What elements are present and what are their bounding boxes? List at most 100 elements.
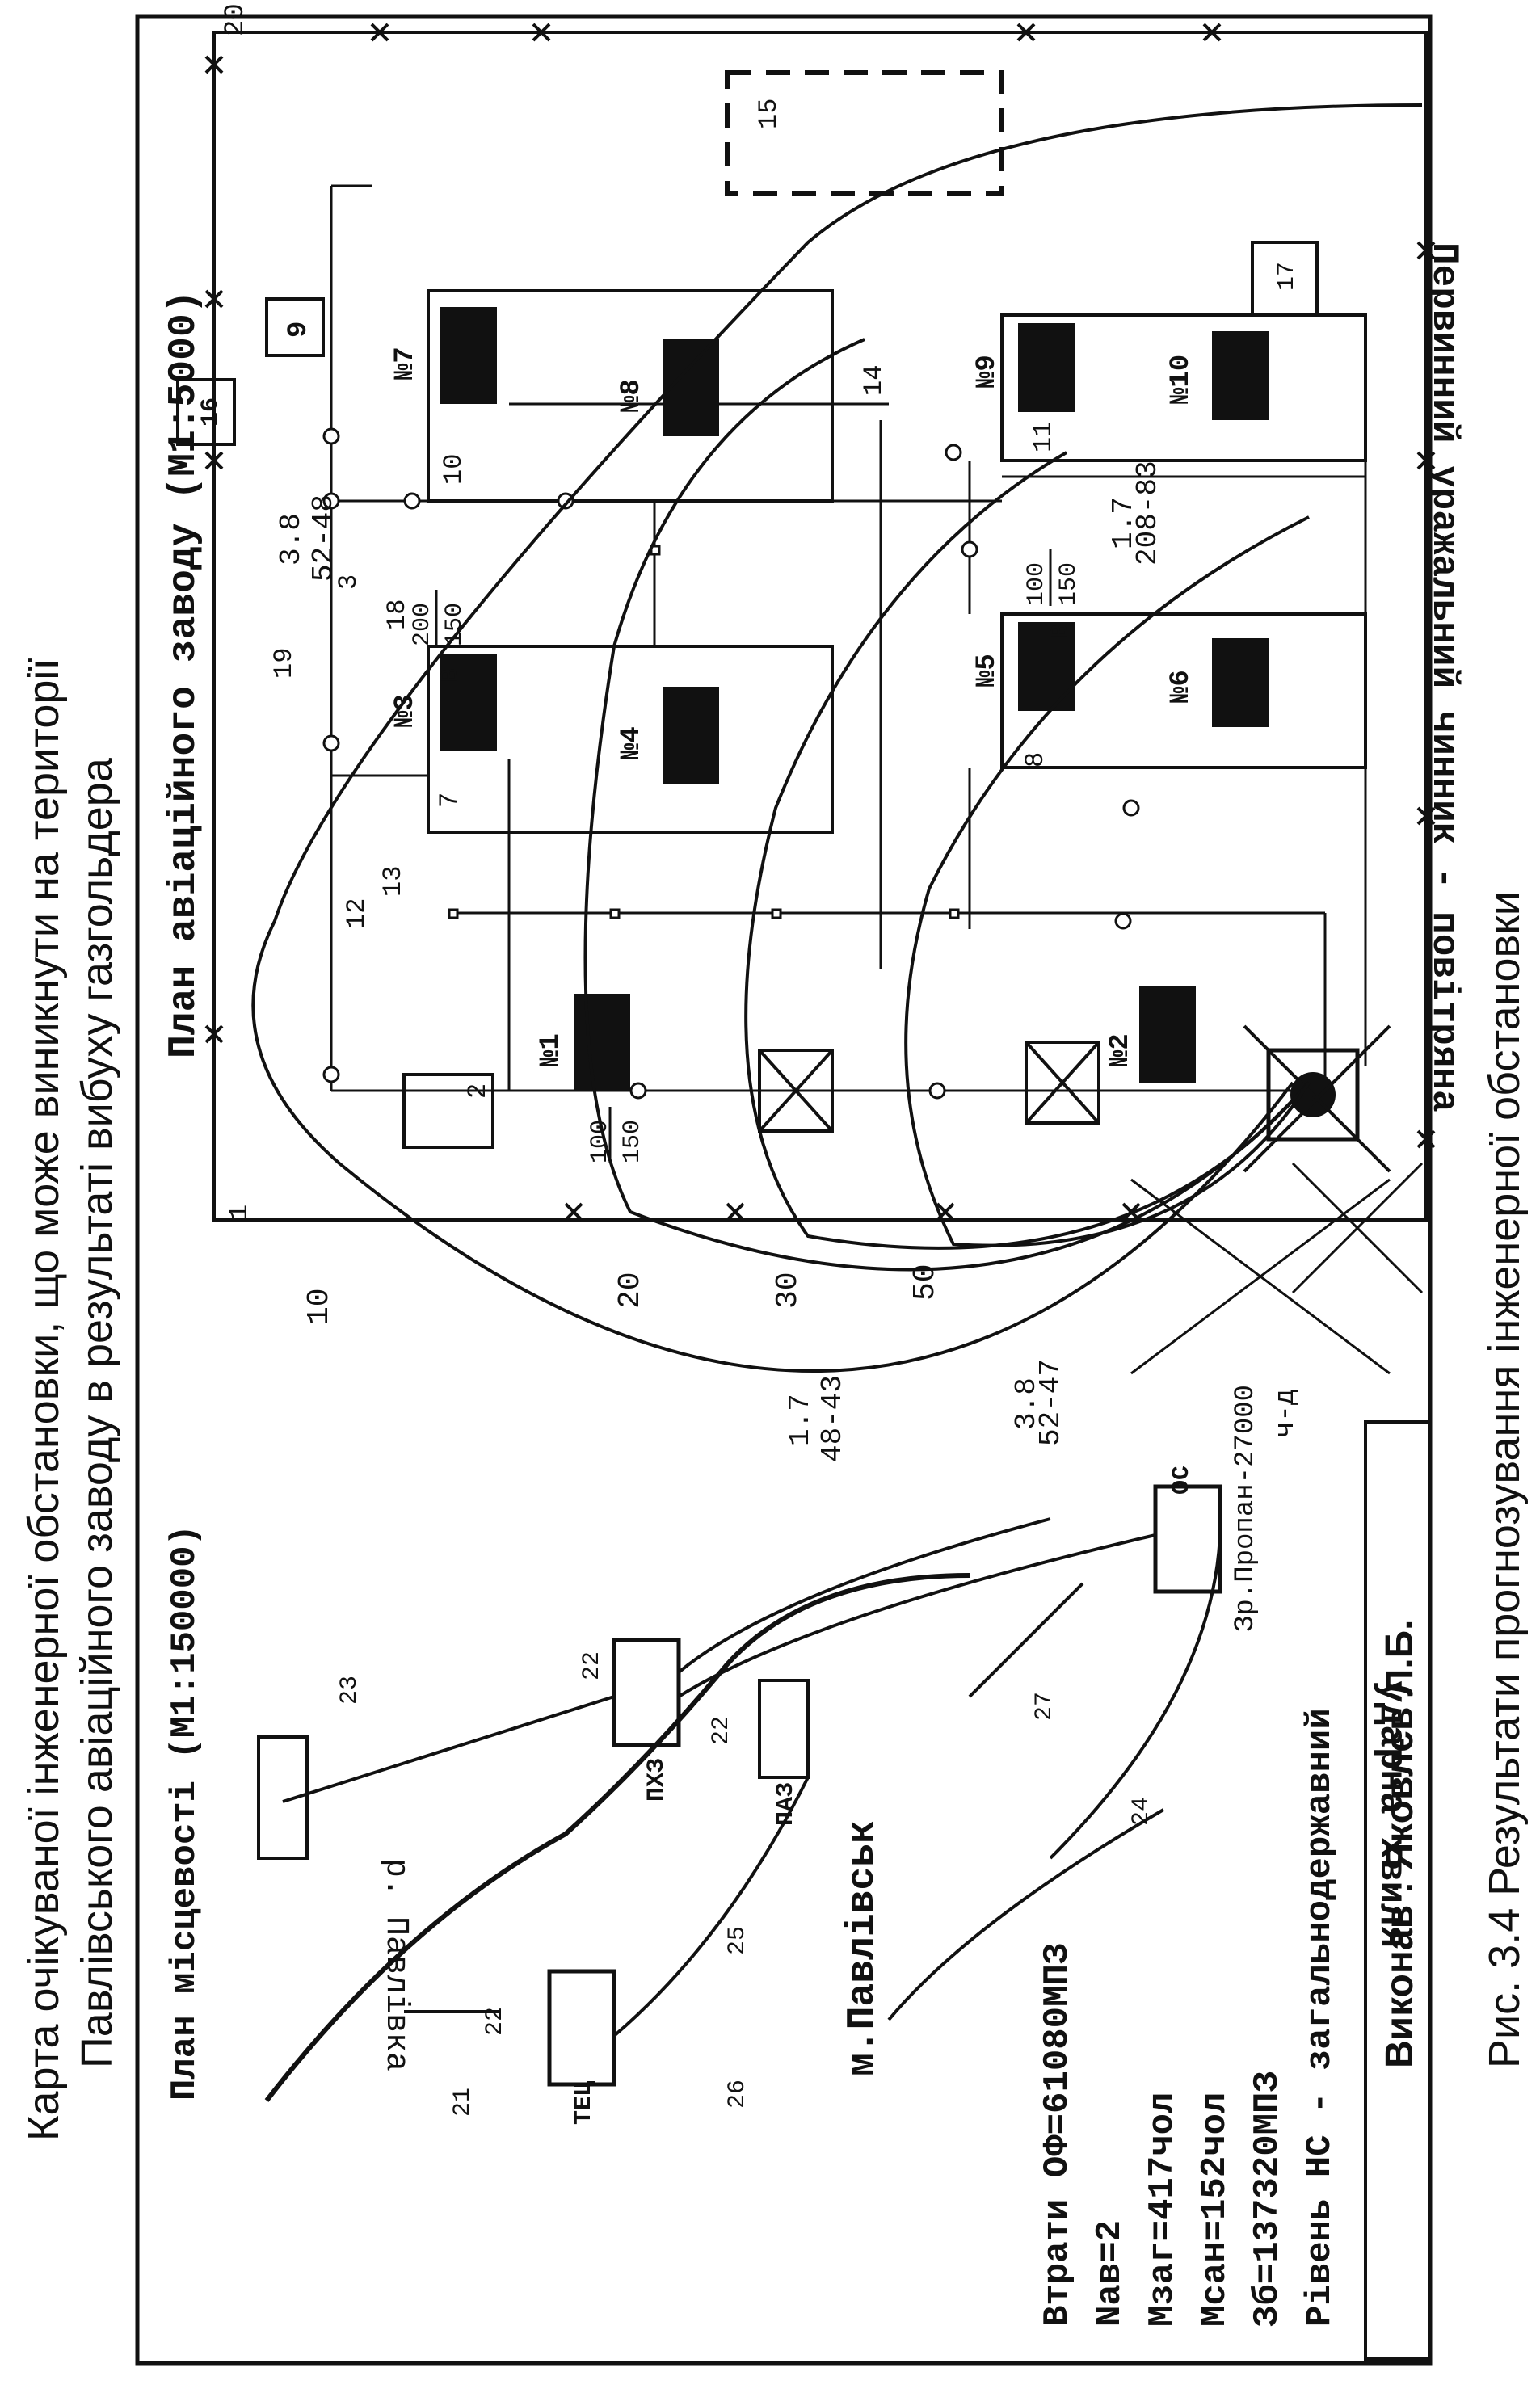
drawing-frame bbox=[135, 14, 1433, 2366]
workshop-label-9: №9 bbox=[972, 355, 1003, 388]
route-24: 24 bbox=[1128, 1797, 1155, 1826]
box-17-label: 17 bbox=[1273, 262, 1301, 291]
road-nodes bbox=[322, 427, 1140, 1100]
num-1: 1 bbox=[225, 1205, 255, 1220]
workshop-blocks bbox=[440, 307, 1269, 1091]
destroyed-structures bbox=[402, 1041, 1100, 1149]
propane-label: Зр.Пропан-27000 bbox=[1231, 1385, 1261, 1632]
workshop-block-2 bbox=[1139, 986, 1196, 1083]
border-label: 20 bbox=[221, 3, 251, 36]
fraction-b-num: 200 bbox=[409, 603, 436, 646]
summary-factor-line1: Первинний уражальний чинник - повітряна bbox=[1423, 242, 1465, 1112]
radius-label-20: 20 bbox=[613, 1272, 648, 1309]
ratio-3-den: 48-43 bbox=[816, 1375, 849, 1462]
ratio-1-den: 52-48 bbox=[307, 494, 340, 582]
river bbox=[264, 1573, 970, 2102]
workshop-label-8: №8 bbox=[616, 379, 647, 412]
route-22-b: 22 bbox=[579, 1651, 606, 1680]
hazard-x-marks bbox=[1130, 1162, 1424, 1375]
num-13: 13 bbox=[378, 866, 408, 897]
local-roads bbox=[282, 1517, 1222, 2038]
object-os-label: ОС bbox=[1168, 1466, 1196, 1495]
workshop-label-5: №5 bbox=[972, 654, 1003, 687]
workshop-block-3 bbox=[440, 654, 497, 751]
summary-level: Рівень НС - загальнодержавний bbox=[1300, 1708, 1340, 2327]
author-box bbox=[1364, 1420, 1432, 2361]
summary-m-zag: Мзаг=417чол bbox=[1142, 2092, 1183, 2327]
num-14: 14 bbox=[859, 365, 889, 396]
town-label: м.Павлівськ bbox=[841, 1820, 885, 2076]
fraction-c-prefix: В bbox=[1047, 624, 1075, 638]
workshop-label-7: №7 bbox=[390, 347, 421, 380]
summary-m-san: Мсан=152чол bbox=[1195, 2092, 1235, 2327]
factory-plan: 20 План авіаційного заводу (М1:5000) №7 … bbox=[162, 3, 1436, 1632]
summary-z-b: Зб=137320МПЗ bbox=[1248, 2071, 1288, 2327]
route-26: 26 bbox=[724, 2080, 751, 2109]
map-title-line2: Павлівського авіаційного заводу в резуль… bbox=[73, 757, 121, 2068]
box-16-label: 16 bbox=[197, 397, 225, 427]
route-25: 25 bbox=[724, 1926, 751, 1955]
propane-sub: ч-д bbox=[1271, 1389, 1302, 1438]
building-9-10 bbox=[1000, 313, 1367, 462]
fraction-b-den: 150 bbox=[441, 603, 469, 646]
fence-marks bbox=[204, 23, 1436, 1222]
object-pkhz-label: ПХЗ bbox=[643, 1758, 671, 1802]
workshop-label-10: №10 bbox=[1166, 355, 1197, 404]
num-12: 12 bbox=[342, 898, 372, 929]
building-3-4 bbox=[427, 645, 834, 834]
fraction-c-den: 150 bbox=[1055, 562, 1083, 606]
object-tets-label: ТЕЦ bbox=[570, 2081, 598, 2125]
fraction-b-prefix: В bbox=[437, 668, 465, 683]
workshop-block-10 bbox=[1212, 331, 1269, 420]
box-9 bbox=[265, 297, 325, 357]
workshop-block-9 bbox=[1018, 323, 1075, 412]
radius-arcs bbox=[251, 103, 1423, 1373]
ratio-2-num: 1.7 bbox=[1107, 497, 1140, 549]
local-plan-title: План місцевості (М1:150000) bbox=[165, 1525, 205, 2101]
workshop-block-7 bbox=[440, 307, 497, 404]
object-paz bbox=[758, 1679, 810, 1779]
object-os bbox=[1153, 1484, 1222, 1594]
radius-label-50: 50 bbox=[908, 1264, 943, 1301]
summary-n-av: Nав=2 bbox=[1090, 2220, 1130, 2327]
radius-label-10: 10 bbox=[302, 1288, 337, 1325]
author-label: Виконав : Яковлєв Л.Б. bbox=[1378, 1619, 1421, 2068]
object-tets bbox=[547, 1969, 616, 2087]
route-27: 27 bbox=[1031, 1692, 1058, 1721]
fraction-den-a: 150 bbox=[619, 1120, 646, 1163]
object-pkhz bbox=[612, 1638, 681, 1747]
route-22-a: 22 bbox=[482, 2007, 509, 2036]
local-area-plan: План місцевості (М1:150000) р. Павлівка … bbox=[165, 1466, 1222, 2125]
fraction-c-num: 100 bbox=[1023, 562, 1050, 606]
ratio-4-num: 3.8 bbox=[1010, 1377, 1043, 1430]
radius-label-30: 30 bbox=[771, 1272, 806, 1309]
route-21: 21 bbox=[449, 2088, 477, 2117]
route-22-c: 22 bbox=[708, 1716, 735, 1745]
num-3: 3 bbox=[334, 574, 364, 590]
summary-factor-line2: ударна хвиля bbox=[1370, 1680, 1412, 1948]
workshop-block-6 bbox=[1212, 638, 1269, 727]
num-8: 8 bbox=[1020, 752, 1050, 768]
factory-plan-title: План авіаційного заводу (М1:5000) bbox=[162, 290, 206, 1058]
num-18: 18 bbox=[382, 599, 412, 630]
ratio-1-num: 3.8 bbox=[275, 513, 308, 566]
ratio-3-num: 1.7 bbox=[784, 1394, 817, 1446]
num-19: 19 bbox=[269, 648, 299, 679]
factory-roads bbox=[330, 184, 1367, 1092]
workshop-block-1 bbox=[574, 994, 630, 1091]
workshop-label-1: №1 bbox=[536, 1033, 566, 1066]
workshop-label-6: №6 bbox=[1166, 670, 1197, 703]
ratio-4-den: 52-47 bbox=[1034, 1359, 1067, 1446]
summary-losses: Втрати ОФ=61080МПЗ bbox=[1037, 1943, 1078, 2327]
box-16 bbox=[176, 378, 236, 446]
summary-block: Втрати ОФ=61080МПЗ Nав=2 Мзаг=417чол Мса… bbox=[1037, 242, 1465, 2327]
object-top bbox=[257, 1735, 309, 1860]
route-23: 23 bbox=[336, 1676, 364, 1705]
ratio-2-den: 208-83 bbox=[1131, 461, 1164, 566]
workshop-label-4: №4 bbox=[616, 726, 647, 759]
box-17 bbox=[1251, 241, 1319, 317]
map-title-line1: Карта очікуваної інженерної обстановки, … bbox=[19, 658, 68, 2141]
workshop-block-4 bbox=[663, 687, 719, 784]
